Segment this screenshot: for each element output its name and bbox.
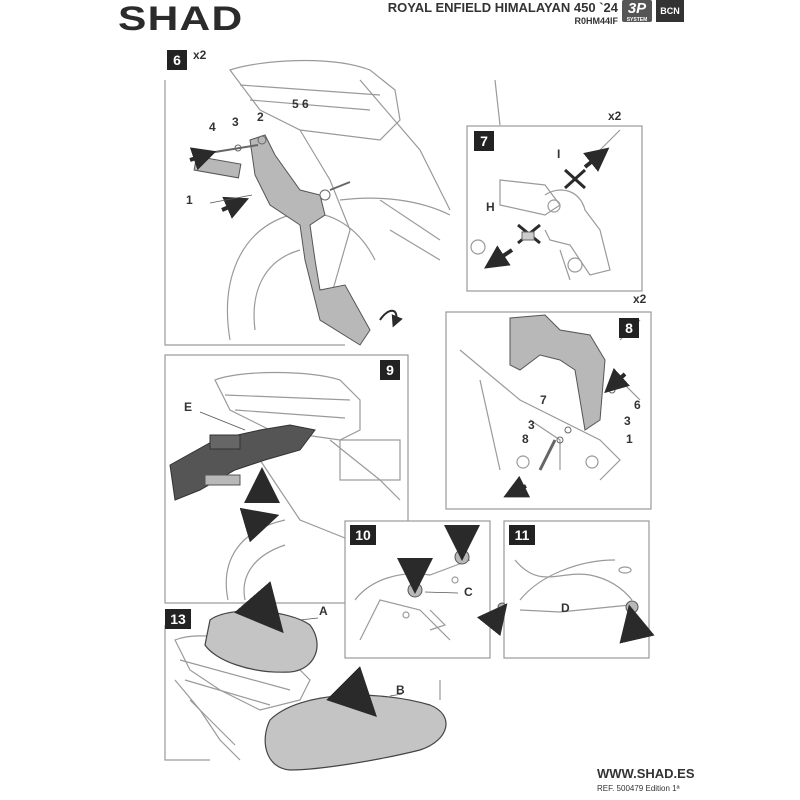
step-6-label-4: 4 [209,120,216,134]
step-8-label-8: 8 [522,432,529,446]
step-11-label-D: D [561,601,570,615]
step-8-label-6: 6 [634,398,641,412]
3p-sub-label: SYSTEM [626,17,648,23]
step-13-label-A: A [319,604,328,618]
step-8-label-1: 1 [626,432,633,446]
model-title: ROYAL ENFIELD HIMALAYAN 450 `24 [387,0,618,15]
step-6-label-2: 2 [257,110,264,124]
side-bracket-part [249,134,371,346]
shad-logo: SHAD [118,0,244,38]
step-6-label-5: 5 [292,97,299,111]
rider-seat [264,694,447,771]
step-6-badge: 6 [167,50,187,70]
step-10-badge: 10 [350,525,376,545]
step-13-label-B: B [396,683,405,697]
step-7-multiplier: x2 [608,109,622,123]
step-6-multiplier: x2 [193,48,207,62]
3p-system-badge: 3P SYSTEM [622,0,652,23]
step-7-label-I: I [557,147,561,161]
step-6-label-1: 1 [186,193,193,207]
step-9-label-E: E [184,400,193,414]
step-8-multiplier: x2 [633,292,647,306]
reference-code: R0HM44IF [574,16,618,26]
website-url[interactable]: WWW.SHAD.ES [597,766,695,781]
bcn-badge: BCN [656,0,684,22]
step-11-badge: 11 [509,525,535,545]
step-8-label-3a: 3 [528,418,535,432]
step-6-label-3: 3 [232,115,239,129]
step-7-label-H: H [486,200,495,214]
step-9-badge: 9 [380,360,400,380]
3p-label: 3P [627,0,647,17]
step-7-badge: 7 [474,131,494,151]
step-8-label-3b: 3 [624,414,631,428]
step-6-label-6: 6 [302,97,309,111]
step-10-label-C: C [464,585,473,599]
step-13-badge: 13 [165,609,191,629]
step-8-label-7: 7 [540,393,547,407]
step-8-badge: 8 [619,318,639,338]
bracket-block [193,155,242,179]
document-reference: REF. 500479 Edition 1ª [597,784,680,793]
bracket-part-8 [509,314,606,431]
